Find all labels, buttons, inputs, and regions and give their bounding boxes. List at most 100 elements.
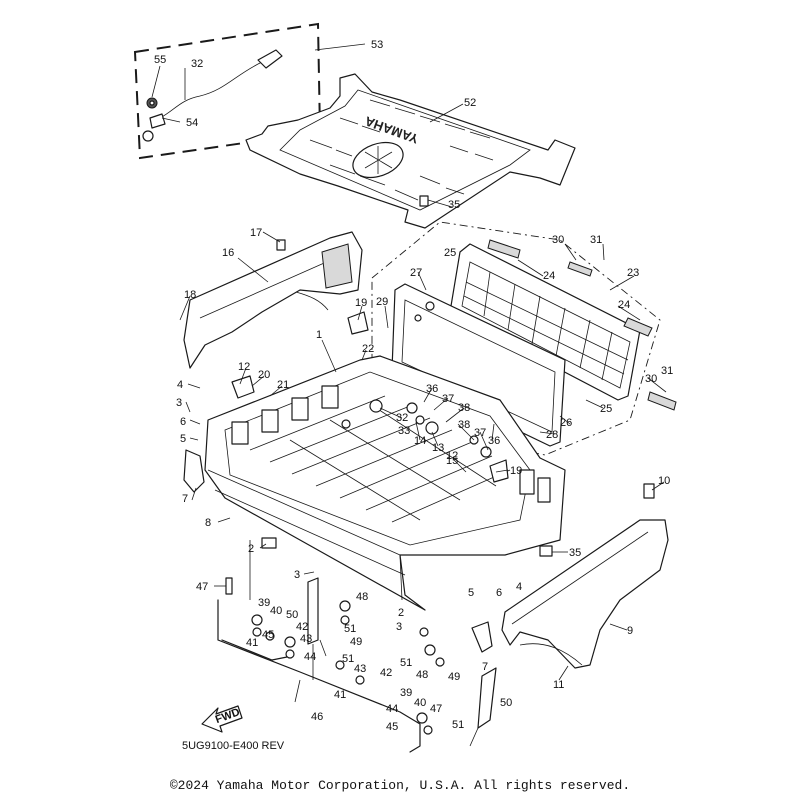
callout-54: 54 — [186, 117, 198, 129]
callout-53: 53 — [371, 39, 383, 51]
callout-10: 10 — [658, 475, 670, 487]
callout-40-right: 40 — [414, 697, 426, 709]
gas-strut-left — [307, 577, 319, 680]
callout-15: 15 — [446, 455, 458, 467]
callout-47-right: 47 — [430, 703, 442, 715]
callout-41-left: 41 — [246, 637, 258, 649]
callout-7-left: 7 — [182, 493, 188, 505]
callout-21: 21 — [277, 379, 289, 391]
callout-19-right: 19 — [510, 465, 522, 477]
callout-45-right: 45 — [386, 721, 398, 733]
callout-36-top: 36 — [426, 383, 438, 395]
callout-38-mid: 38 — [458, 419, 470, 431]
fender-right — [501, 519, 669, 669]
cargo-bed — [204, 355, 566, 611]
callout-48-right: 48 — [416, 669, 428, 681]
callout-30-right: 30 — [645, 373, 657, 385]
bed-mat: YAMAHA — [245, 73, 576, 229]
callout-32: 32 — [396, 412, 408, 424]
tailgate-panel — [391, 283, 566, 447]
tailgate-frame — [449, 239, 677, 411]
callout-1: 1 — [316, 329, 322, 341]
callout-43-left: 43 — [300, 633, 312, 645]
callout-24-right: 24 — [618, 299, 630, 311]
callout-5-right: 5 — [468, 587, 474, 599]
callout-6-left: 6 — [180, 416, 186, 428]
callout-3-right: 3 — [396, 621, 402, 633]
callout-36-mid: 36 — [488, 435, 500, 447]
callout-labels: 53 55 32 54 52 17 16 18 35 30 31 25 23 2… — [154, 39, 673, 733]
callout-44-mid: 44 — [386, 703, 398, 715]
leader-lines — [151, 43, 667, 703]
callout-31-right: 31 — [661, 365, 673, 377]
callout-43-mid: 43 — [354, 663, 366, 675]
callout-50-left: 50 — [286, 609, 298, 621]
callout-18: 18 — [184, 289, 196, 301]
callout-42-mid: 42 — [380, 667, 392, 679]
callout-35: 35 — [569, 547, 581, 559]
callout-38-top: 38 — [458, 402, 470, 414]
callout-19-top: 19 — [355, 297, 367, 309]
callout-40-left: 40 — [270, 605, 282, 617]
callout-25-right: 25 — [600, 403, 612, 415]
callout-55: 55 — [154, 54, 166, 66]
callout-51-mid: 51 — [342, 653, 354, 665]
callout-39-right: 39 — [400, 687, 412, 699]
callout-22: 22 — [362, 343, 374, 355]
callout-16: 16 — [222, 247, 234, 259]
drawing-code: 5UG9100-E400 REV — [182, 740, 285, 752]
callout-11: 11 — [553, 679, 564, 691]
callout-4-left: 4 — [177, 379, 183, 391]
callout-8: 8 — [205, 517, 211, 529]
callout-14: 14 — [414, 435, 426, 447]
callout-52: 52 — [464, 97, 476, 109]
callout-51-left: 51 — [344, 623, 356, 635]
callout-34: 35 — [448, 199, 460, 211]
callout-3-left: 3 — [176, 397, 182, 409]
callout-30-top: 30 — [552, 234, 564, 246]
callout-17: 17 — [250, 227, 262, 239]
side-rail-left — [183, 231, 363, 369]
callout-9: 9 — [627, 625, 633, 637]
fwd-arrow: FWD — [201, 705, 243, 733]
callout-49-right: 49 — [448, 671, 460, 683]
callout-24-top: 24 — [543, 270, 555, 282]
callout-44-left: 44 — [304, 651, 316, 663]
callout-37-mid: 37 — [474, 427, 486, 439]
callout-26: 26 — [560, 417, 572, 429]
callout-20: 20 — [258, 369, 270, 381]
callout-25-top: 25 — [444, 247, 456, 259]
callout-23: 23 — [627, 267, 639, 279]
hardware — [183, 195, 655, 735]
callout-6-right: 6 — [496, 587, 502, 599]
copyright-notice: ©2024 Yamaha Motor Corporation, U.S.A. A… — [169, 778, 631, 793]
callout-12-right: 12 — [446, 450, 458, 462]
callout-46: 46 — [311, 711, 323, 723]
callout-37-top: 37 — [442, 393, 454, 405]
callout-39-left: 39 — [258, 597, 270, 609]
callout-32-kit: 32 — [191, 58, 203, 70]
callout-45-left: 45 — [262, 629, 274, 641]
callout-51-right: 51 — [400, 657, 412, 669]
gas-strut-right — [469, 667, 497, 747]
callout-51-bottom: 51 — [452, 719, 464, 731]
callout-28: 28 — [546, 429, 558, 441]
callout-49-left: 49 — [350, 636, 362, 648]
callout-12-left: 12 — [238, 361, 250, 373]
callout-33: 33 — [398, 425, 410, 437]
latch-rod — [217, 599, 421, 753]
callout-5-left: 5 — [180, 433, 186, 445]
callout-42-left: 42 — [296, 621, 308, 633]
callout-27: 27 — [410, 267, 422, 279]
callout-47-left: 47 — [196, 581, 208, 593]
callout-31-top: 31 — [590, 234, 602, 246]
callout-13: 13 — [432, 442, 444, 454]
callout-29: 29 — [376, 296, 388, 308]
callout-4-right: 4 — [516, 581, 522, 593]
callout-2-right: 2 — [398, 607, 404, 619]
callout-7-right: 7 — [482, 661, 488, 673]
callout-41-mid: 41 — [334, 689, 346, 701]
callout-2-left: 2 — [248, 543, 254, 555]
callout-48-left: 48 — [356, 591, 368, 603]
